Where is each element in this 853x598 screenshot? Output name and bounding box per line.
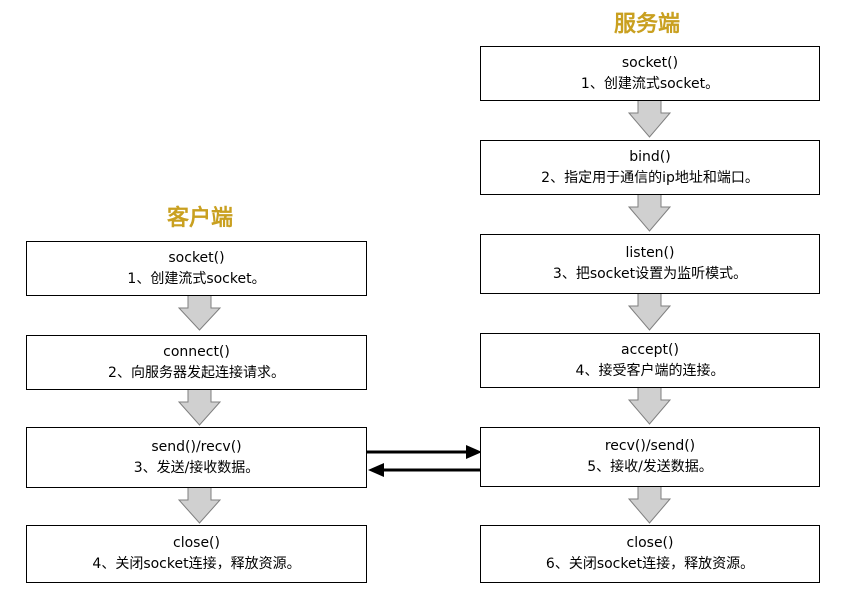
server-flow-arrow-5 xyxy=(627,485,672,524)
client-flow-arrow-3 xyxy=(177,486,222,524)
server-flow-arrow-3 xyxy=(627,292,672,331)
step-desc: 1、创建流式socket。 xyxy=(127,270,266,287)
server-step-listen: listen() 3、把socket设置为监听模式。 xyxy=(480,234,820,294)
step-call: connect() xyxy=(163,343,230,360)
step-desc: 6、关闭socket连接，释放资源。 xyxy=(545,556,755,572)
client-title: 客户端 xyxy=(166,206,233,231)
exchange-arrow-server-to-client xyxy=(368,463,480,477)
step-desc: 3、把socket设置为监听模式。 xyxy=(552,266,748,282)
server-step-close: close() 6、关闭socket连接，释放资源。 xyxy=(480,525,820,583)
step-call: socket() xyxy=(168,249,225,266)
client-step-socket: socket() 1、创建流式socket。 xyxy=(26,241,367,296)
step-call: recv()/send() xyxy=(604,438,696,454)
client-flow-arrow-1 xyxy=(177,294,222,331)
server-flow-arrow-4 xyxy=(627,386,672,425)
step-call: socket() xyxy=(621,54,679,71)
step-desc: 1、创建流式socket。 xyxy=(580,75,720,92)
client-step-send-recv: send()/recv() 3、发送/接收数据。 xyxy=(26,427,367,488)
step-call: bind() xyxy=(629,148,671,165)
server-step-socket: socket() 1、创建流式socket。 xyxy=(480,46,820,101)
server-flow-arrow-1 xyxy=(627,99,672,138)
step-desc: 2、向服务器发起连接请求。 xyxy=(108,364,285,381)
server-step-recv-send: recv()/send() 5、接收/发送数据。 xyxy=(480,427,820,487)
step-desc: 4、接受客户端的连接。 xyxy=(575,362,725,379)
server-flow-arrow-2 xyxy=(627,193,672,232)
step-call: send()/recv() xyxy=(151,438,242,455)
step-desc: 4、关闭socket连接，释放资源。 xyxy=(92,556,301,572)
step-desc: 3、发送/接收数据。 xyxy=(133,459,260,476)
step-call: accept() xyxy=(621,341,679,358)
server-step-accept: accept() 4、接受客户端的连接。 xyxy=(480,333,820,388)
client-flow-arrow-2 xyxy=(177,388,222,426)
step-call: listen() xyxy=(625,245,675,261)
step-desc: 5、接收/发送数据。 xyxy=(587,459,713,475)
server-title: 服务端 xyxy=(613,12,680,37)
step-call: close() xyxy=(173,535,220,551)
step-call: close() xyxy=(626,535,674,551)
client-step-connect: connect() 2、向服务器发起连接请求。 xyxy=(26,335,367,390)
step-desc: 2、指定用于通信的ip地址和端口。 xyxy=(541,169,759,186)
server-step-bind: bind() 2、指定用于通信的ip地址和端口。 xyxy=(480,140,820,195)
exchange-arrow-client-to-server xyxy=(366,445,482,459)
client-step-close: close() 4、关闭socket连接，释放资源。 xyxy=(26,525,367,583)
